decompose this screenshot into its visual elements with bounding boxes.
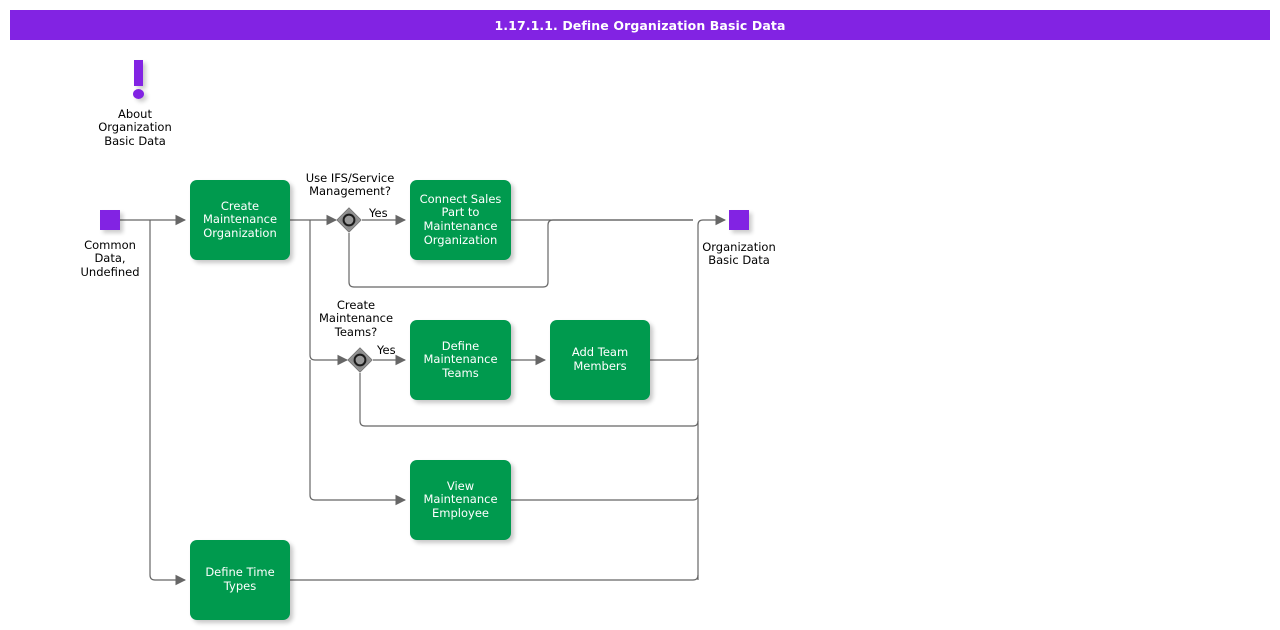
decision-diamond-icon [336, 207, 362, 233]
about-note-label: About Organization Basic Data [98, 107, 172, 148]
task-define-maintenance-teams[interactable]: Define Maintenance Teams [410, 320, 511, 400]
exclamation-dot-icon [133, 89, 144, 99]
page-title: 1.17.1.1. Define Organization Basic Data [10, 10, 1270, 40]
gateway-create-maintenance-teams-yes-label: Yes [377, 343, 396, 357]
end-terminator-label: Organization Basic Data [702, 240, 776, 268]
gateway-use-ifs-service-management[interactable] [336, 207, 362, 233]
gateway-use-ifs-service-management-yes-label: Yes [369, 206, 388, 220]
task-define-time-types[interactable]: Define Time Types [190, 540, 290, 620]
about-note[interactable] [128, 60, 152, 102]
task-create-maintenance-organization[interactable]: Create Maintenance Organization [190, 180, 290, 260]
start-terminator[interactable] [100, 210, 120, 230]
exclamation-icon [134, 60, 143, 86]
task-view-maintenance-employee[interactable]: View Maintenance Employee [410, 460, 511, 540]
start-terminator-label: Common Data, Undefined [80, 238, 140, 279]
decision-diamond-icon [347, 347, 373, 373]
gateway-create-maintenance-teams-label: Create Maintenance Teams? [318, 298, 394, 339]
end-terminator[interactable] [729, 210, 749, 230]
gateway-use-ifs-service-management-label: Use IFS/Service Management? [305, 171, 395, 199]
task-add-team-members[interactable]: Add Team Members [550, 320, 650, 400]
task-connect-sales-part-to-maintenance-organization[interactable]: Connect Sales Part to Maintenance Organi… [410, 180, 511, 260]
gateway-create-maintenance-teams[interactable] [347, 347, 373, 373]
